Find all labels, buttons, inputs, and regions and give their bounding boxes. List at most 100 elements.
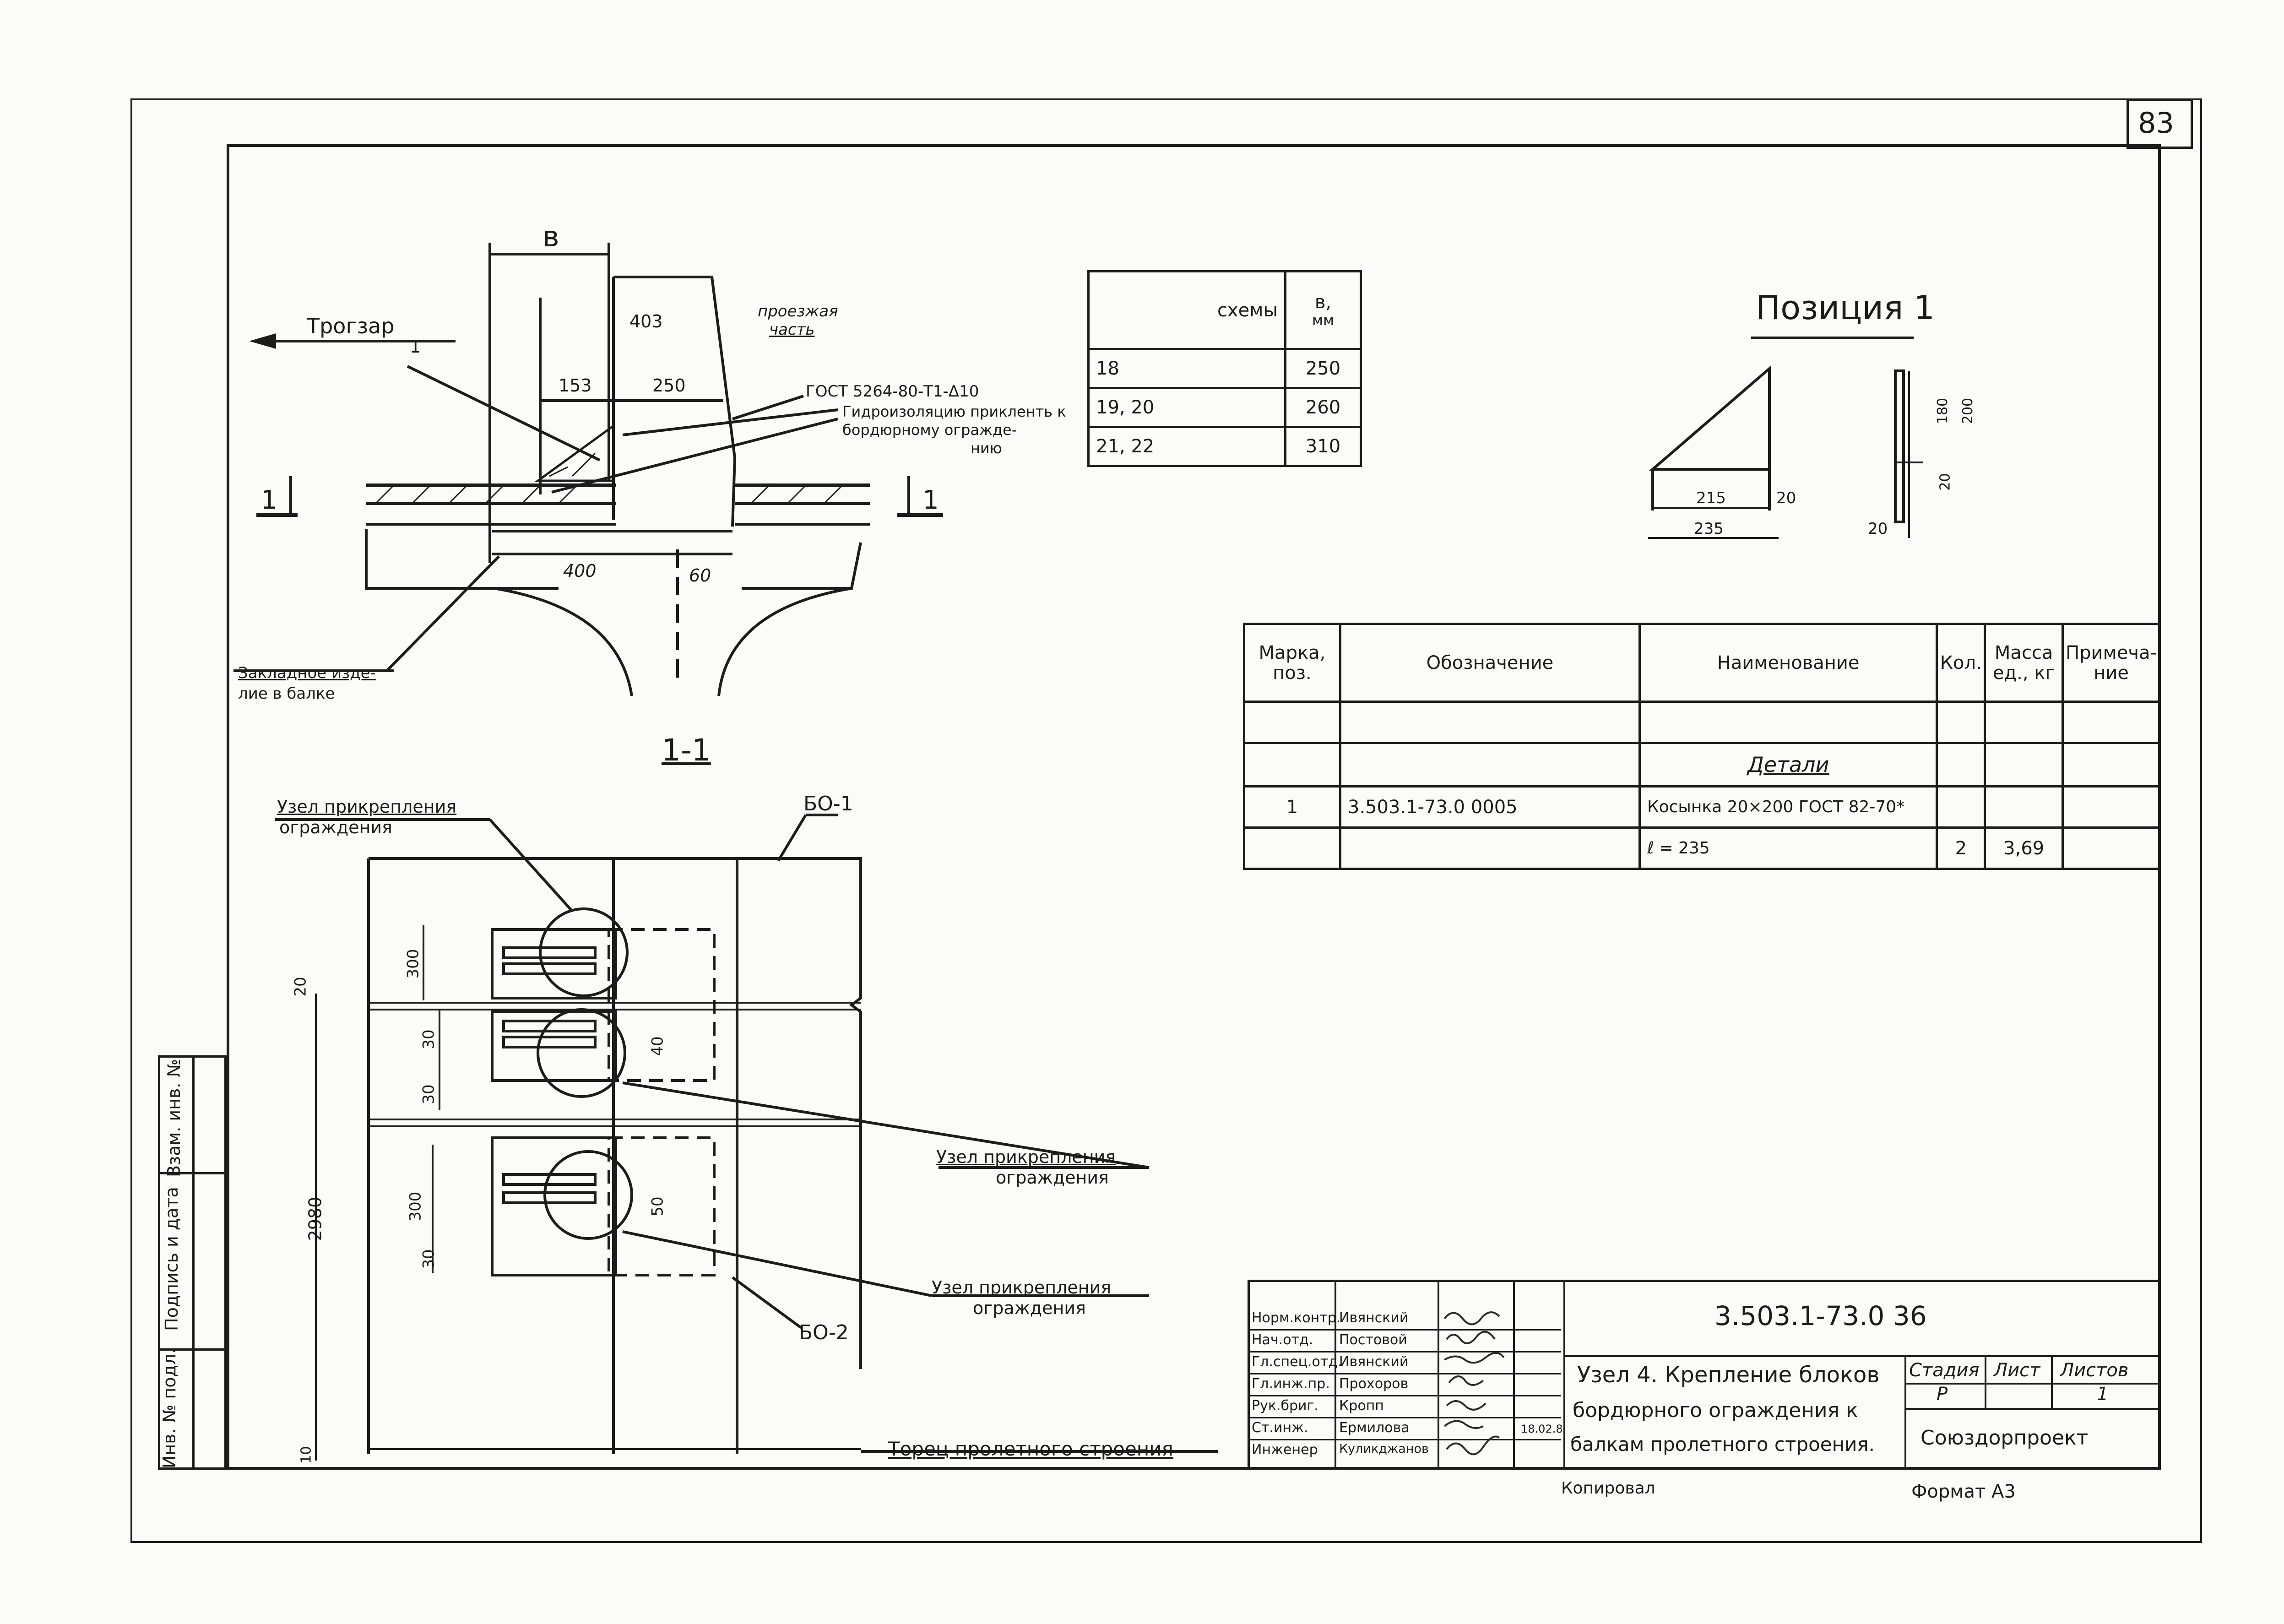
node-label-bot-1: Узел прикрепления xyxy=(932,1277,1112,1298)
sheet-number-box xyxy=(2127,98,2193,149)
sheet-label: Лист xyxy=(1994,1360,2040,1381)
title-block xyxy=(1248,1280,2161,1470)
hdr-note-1: Примеча- xyxy=(2066,642,2157,663)
scheme-cell: 19, 20 xyxy=(1087,387,1286,428)
hdr-mass-2: ед., кг xyxy=(1992,662,2055,684)
outer-frame xyxy=(130,98,2202,1543)
header-unit: мм xyxy=(1312,311,1335,329)
hdr-designation: Обозначение xyxy=(1339,623,1641,703)
hdr-note-2: ние xyxy=(2094,662,2129,684)
stage-label: Стадия xyxy=(1909,1360,1980,1381)
doc-number: 3.503.1-73.0 36 xyxy=(1714,1300,1927,1331)
hdr-qty: Кол. xyxy=(1936,623,1986,703)
width-symbol: в xyxy=(543,220,559,253)
dim-50: 50 xyxy=(648,1196,667,1217)
block-top: БО-1 xyxy=(803,792,853,815)
stage-value: Р xyxy=(1937,1384,1948,1405)
dim-2980: 2980 xyxy=(305,1196,326,1241)
role-row: Норм.контр.Ивянский xyxy=(1250,1307,1561,1331)
label-roadway-1: проезжая xyxy=(758,302,838,320)
b-cell: 260 xyxy=(1284,387,1362,428)
node-label-mid-2: ограждения xyxy=(996,1168,1109,1188)
organization: Союздорпроект xyxy=(1921,1426,2089,1450)
title-line-1: Узел 4. Крепление блоков xyxy=(1577,1362,1880,1388)
sheets-label: Листов xyxy=(2060,1360,2129,1381)
pos-dim-215: 215 xyxy=(1696,489,1726,507)
row1-mark: 1 xyxy=(1243,785,1341,829)
spec-table: Марка, поз. Обозначение Наименование Кол… xyxy=(1243,623,2161,870)
table-row: 1 3.503.1-73.0 0005 Косынка 20×200 ГОСТ … xyxy=(1243,785,2161,829)
dim-20-section: 20 xyxy=(291,977,310,997)
role-row: Рук.бриг. Кропп xyxy=(1250,1395,1561,1418)
signatures xyxy=(1443,1311,1505,1456)
role-row: Гл.инж.пр. Прохоров xyxy=(1250,1373,1561,1396)
sign-date: 18.02.8 xyxy=(1521,1423,1563,1435)
copied-label: Копировал xyxy=(1561,1479,1655,1498)
row2-qty: 2 xyxy=(1936,826,1986,870)
dim-400: 400 xyxy=(563,561,597,581)
dim-10: 10 xyxy=(298,1446,315,1464)
role-title: Рук.бриг. xyxy=(1252,1398,1318,1414)
waterproof-note-2: бордюрному огражде- xyxy=(842,421,1017,439)
table-row: 19, 20 260 xyxy=(1087,387,1362,428)
role-row: Инженер Куликджанов xyxy=(1250,1439,1561,1461)
block-bottom: БО-2 xyxy=(799,1321,849,1344)
role-title: Инженер xyxy=(1252,1442,1318,1458)
dim-30a: 30 xyxy=(419,1029,438,1049)
section-title-details: Детали xyxy=(1747,752,1829,777)
sheets-value: 1 xyxy=(2097,1384,2109,1405)
role-title: Нач.отд. xyxy=(1252,1332,1313,1348)
table-row: ℓ = 235 2 3,69 xyxy=(1243,826,2161,870)
table-row: Детали xyxy=(1243,742,2161,788)
format-label: Формат А3 xyxy=(1911,1481,2016,1502)
role-row: Нач.отд. Постовой xyxy=(1250,1329,1561,1352)
sheet-number: 83 xyxy=(2138,106,2174,140)
waterproof-note-3: нию xyxy=(971,440,1002,457)
role-person: Куликджанов xyxy=(1339,1442,1429,1456)
role-person: Постовой xyxy=(1339,1332,1407,1348)
section-title: 1-1 xyxy=(662,733,711,768)
title-line-2: бордюрного ограждения к xyxy=(1573,1399,1858,1422)
waterproof-note-1: Гидроизоляцию прикленть к xyxy=(842,403,1066,420)
scheme-cell: 18 xyxy=(1087,348,1286,389)
dim-30c: 30 xyxy=(419,1249,438,1269)
dim-300a: 300 xyxy=(404,949,423,979)
role-row: Гл.спец.отд.Ивянский xyxy=(1250,1351,1561,1374)
dim-153: 153 xyxy=(559,375,592,396)
node-label-mid-1: Узел прикрепления xyxy=(936,1147,1116,1167)
dim-40: 40 xyxy=(648,1036,667,1056)
role-title: Гл.инж.пр. xyxy=(1252,1376,1330,1392)
role-person: Ивянский xyxy=(1339,1354,1409,1370)
table-row: 18 250 xyxy=(1087,348,1362,389)
role-person: Ермилова xyxy=(1339,1420,1410,1436)
label-roadway-2: часть xyxy=(769,320,815,339)
role-person: Прохоров xyxy=(1339,1376,1409,1392)
position-1-title: Позиция 1 xyxy=(1756,288,1935,327)
dim-250: 250 xyxy=(652,375,686,396)
label-trogar: Трогзар xyxy=(307,314,395,338)
leader-1: 1 xyxy=(410,337,421,357)
node-label-bot-2: ограждения xyxy=(973,1298,1086,1318)
role-title: Норм.контр. xyxy=(1252,1310,1341,1326)
hdr-name: Наименование xyxy=(1638,623,1938,703)
section-mark-left: 1 xyxy=(261,485,277,515)
hdr-mass-1: Масса xyxy=(1994,642,2053,663)
gost-note: ГОСТ 5264-80-Т1-Δ10 xyxy=(806,382,979,401)
row1-designation: 3.503.1-73.0 0005 xyxy=(1339,785,1641,829)
end-label: Торец пролетного строения xyxy=(888,1438,1173,1460)
embedded-note-2: лие в балке xyxy=(238,684,335,703)
role-title: Гл.спец.отд. xyxy=(1252,1354,1342,1370)
b-cell: 250 xyxy=(1284,348,1362,389)
table-row xyxy=(1243,701,2161,744)
header-b: в, xyxy=(1314,291,1332,313)
row2-mass: 3,69 xyxy=(1984,826,2064,870)
hdr-mark-2: поз. xyxy=(1273,662,1312,684)
row1-name: Косынка 20×200 ГОСТ 82-70* xyxy=(1638,785,1938,829)
dim-403: 403 xyxy=(629,311,663,331)
role-person: Кропп xyxy=(1339,1398,1384,1414)
section-mark-right: 1 xyxy=(922,485,939,515)
embedded-note-1: Закладное изде- xyxy=(238,664,376,682)
dim-30b: 30 xyxy=(419,1084,438,1104)
